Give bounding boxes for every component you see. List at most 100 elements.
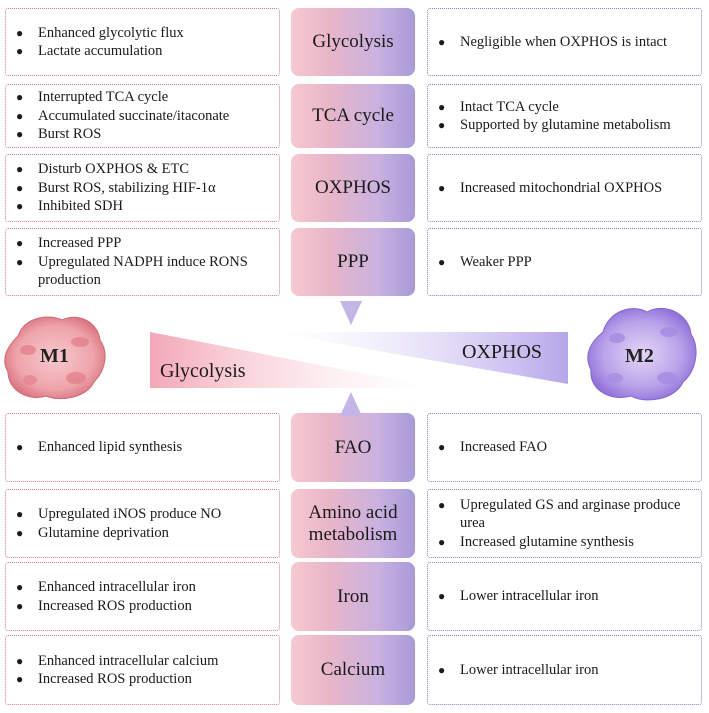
m1-iron-box: ●Enhanced intracellular iron●Increased R… <box>5 562 280 631</box>
pointer-down-triangle <box>340 301 362 325</box>
m1-calcium-box: ● Enhanced intracellular calcium●Increase… <box>5 635 280 705</box>
bullet-icon: ● <box>16 162 24 177</box>
bullet-icon: ● <box>438 534 446 549</box>
m2-fao-box: ● Increased FAO <box>427 413 702 482</box>
pathway-glycolysis: Glycolysis <box>291 8 415 76</box>
glycolysis-wedge <box>150 332 438 388</box>
m2-ppp-box: ●Weaker PPP <box>427 228 702 296</box>
m1-oxphos-box: ●Disturb OXPHOS & ETC●Burst ROS, stabili… <box>5 154 280 222</box>
bullet-icon: ● <box>16 108 24 123</box>
pathway-label: FAO <box>334 436 372 458</box>
bullet-icon: ● <box>16 25 24 40</box>
list-item: ●Weaker PPP <box>438 253 693 272</box>
bullet-icon: ● <box>16 653 24 668</box>
m2-glycolysis-box: ● Negligible when OXPHOS is intact <box>427 8 702 76</box>
list-item: ●Increased ROS production <box>16 597 271 616</box>
list-item: ● Enhanced lipid synthesis <box>16 438 271 457</box>
list-item-text: Increased mitochondrial OXPHOS <box>460 179 663 196</box>
pathway-iron: Iron <box>291 562 415 631</box>
list-item: ● Upregulated GS and arginase produce ure… <box>438 496 693 533</box>
pathway-label: PPP <box>337 251 369 272</box>
list-item-text: Weaker PPP <box>460 253 532 270</box>
pathway-label: Calcium <box>320 659 386 680</box>
bullet-icon: ● <box>16 598 24 613</box>
m2-amino-acid-metabolism-box: ● Upregulated GS and arginase produce ure… <box>427 489 702 558</box>
list-item-text: Negligible when OXPHOS is intact <box>460 33 668 50</box>
m1-label: M1 <box>40 345 69 367</box>
bullet-icon: ● <box>16 44 24 58</box>
list-item: ● Increased PPP <box>16 234 271 253</box>
list-item-text: Enhanced lipid synthesis <box>38 439 183 456</box>
list-item: ● Interrupted TCA cycle <box>16 88 271 107</box>
bullet-icon: ● <box>438 99 446 114</box>
pathway-label: Glycolysis <box>312 31 394 52</box>
bullet-icon: ● <box>16 199 24 214</box>
list-item-text: Supported by glutamine metabolism <box>460 117 671 133</box>
list-item-text: Increased ROS production <box>38 671 192 687</box>
bullet-icon: ● <box>16 254 24 269</box>
m1-ppp-box: ●Increased PPP●Upregulated NADPH induce … <box>5 228 280 296</box>
bullet-icon: ● <box>438 34 446 49</box>
m2-calcium-box: ●Lower intracellular iron <box>427 635 702 705</box>
bullet-icon: ● <box>16 525 24 540</box>
list-item-text: Intact TCA cycle <box>460 98 559 115</box>
list-item-text: Enhanced glycolytic flux <box>38 24 184 41</box>
list-item-text: Inhibited SDH <box>38 198 123 215</box>
list-item: ●Increased glutamine synthesis <box>438 533 693 552</box>
list-item-text: Accumulated succinate/itaconate <box>38 107 230 124</box>
oxphos-wedge <box>270 332 568 384</box>
bullet-icon: ● <box>438 180 446 195</box>
list-item-text: Lactate accumulation <box>38 43 163 59</box>
bullet-icon: ● <box>16 507 24 521</box>
pathway-calcium: Calcium <box>291 635 415 705</box>
list-item: ● Inhibited SDH <box>16 197 271 216</box>
list-item: ●Burst ROS <box>16 125 271 144</box>
bullet-icon: ● <box>16 180 24 195</box>
list-item-text: Increased PPP <box>38 235 122 252</box>
m1-tca-cycle-box: ● Interrupted TCA cycle ● Accumulated succi… <box>5 84 280 148</box>
m1-fao-box: ● Enhanced lipid synthesis <box>5 413 280 482</box>
pathway-ppp: PPP <box>291 228 415 296</box>
list-item-text: Burst ROS <box>38 126 102 143</box>
bullet-icon: ● <box>16 90 24 105</box>
pathway-oxphos: OXPHOS <box>291 154 415 222</box>
list-item: ●Increased ROS production <box>16 670 271 689</box>
oxphos-label: OXPHOS <box>462 341 543 363</box>
list-item: ● Supported by glutamine metabolism <box>438 116 693 135</box>
pointer-up-triangle <box>340 392 362 416</box>
list-item: ● Lactate accumulation <box>16 42 271 61</box>
list-item-text: Enhanced intracellular calcium <box>38 652 219 669</box>
pathway-label: Iron <box>337 585 369 607</box>
list-item: ● Negligible when OXPHOS is intact <box>438 33 693 52</box>
pathway-label: OXPHOS <box>314 177 392 198</box>
list-item-text: Upregulated GS and arginase produce urea <box>460 496 681 532</box>
m1-macrophage-illustration <box>4 316 106 400</box>
bullet-icon: ● <box>438 589 446 604</box>
m1-amino-acid-metabolism-box: ●Upregulated iNOS produce NO● Glutamine d… <box>5 489 280 558</box>
bullet-icon: ● <box>438 118 446 132</box>
list-item-text: Interrupted TCA cycle <box>38 89 169 106</box>
list-item-text: Glutamine deprivation <box>38 524 169 541</box>
glycolysis-label: Glycolysis <box>160 360 246 382</box>
list-item: ● Enhanced intracellular calcium <box>16 652 271 671</box>
list-item-text: Burst ROS, stabilizing HIF-1α <box>38 179 216 196</box>
list-item: ●Upregulated iNOS produce NO <box>16 505 271 524</box>
bullet-icon: ● <box>16 236 24 251</box>
list-item: ● Increased FAO <box>438 438 693 457</box>
list-item: ● Enhanced glycolytic flux <box>16 24 271 43</box>
bullet-icon: ● <box>438 497 446 512</box>
pathway-amino-acid-metabolism: Amino acid metabolism <box>291 489 415 558</box>
list-item: ● Glutamine deprivation <box>16 524 271 543</box>
list-item-text: Enhanced intracellular iron <box>38 579 196 595</box>
list-item: ●Lower intracellular iron <box>438 587 693 606</box>
pathway-label: TCA cycle <box>312 105 394 126</box>
list-item-text: Increased FAO <box>460 439 548 456</box>
bullet-icon: ● <box>438 440 446 455</box>
pathway-fao: FAO <box>291 413 415 482</box>
bullet-icon: ● <box>16 440 24 455</box>
bullet-icon: ● <box>438 662 446 677</box>
pathway-label: Amino acid metabolism <box>308 501 398 545</box>
list-item: ●Disturb OXPHOS & ETC <box>16 160 271 179</box>
list-item: ●Enhanced intracellular iron <box>16 578 271 597</box>
